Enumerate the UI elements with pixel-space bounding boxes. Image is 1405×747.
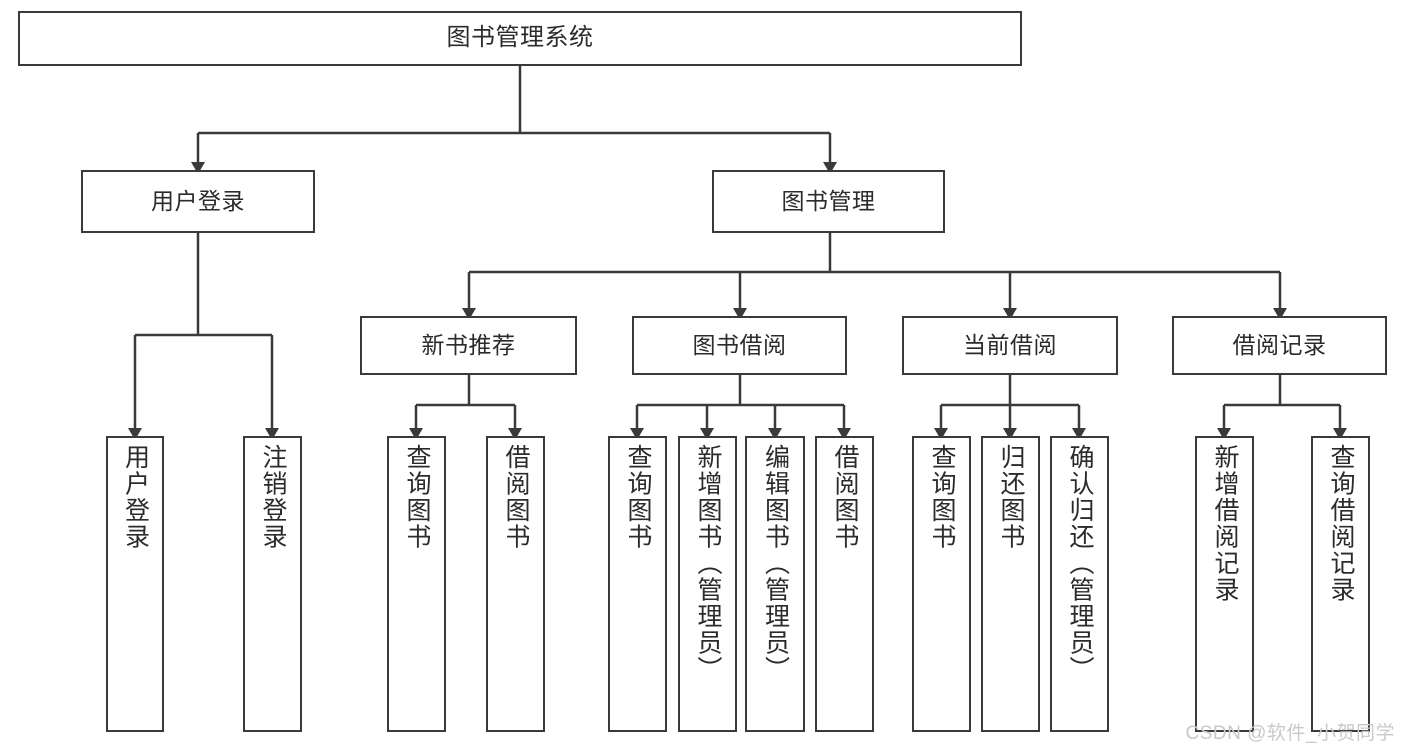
node-book-management[interactable]: 图书管理	[712, 170, 945, 233]
node-leaf-logout[interactable]: 注销登录	[243, 436, 302, 732]
node-label: 查询图书	[928, 444, 956, 550]
node-label: 图书管理	[781, 187, 876, 214]
node-label: 图书管理系统	[446, 24, 594, 52]
node-user-login[interactable]: 用户登录	[81, 170, 315, 233]
node-label: 图书借阅	[692, 331, 787, 358]
node-label: 注销登录	[259, 444, 287, 550]
node-label: 编辑图书（管理员）	[761, 444, 790, 683]
node-label: 新增图书（管理员）	[694, 444, 722, 683]
node-label: 借阅记录	[1232, 331, 1327, 358]
csdn-watermark: CSDN @软件_小贺同学	[1185, 723, 1395, 744]
node-label: 用户登录	[151, 187, 245, 214]
node-leaf-return-book[interactable]: 归还图书	[981, 436, 1040, 732]
node-leaf-query-book-recommend[interactable]: 查询图书	[387, 436, 446, 732]
node-label: 查询图书	[624, 444, 652, 550]
node-book-borrow[interactable]: 图书借阅	[632, 316, 847, 375]
node-label: 借阅图书	[831, 444, 859, 550]
node-label: 当前借阅	[963, 331, 1057, 358]
node-label: 新书推荐	[421, 331, 516, 358]
node-current-borrow[interactable]: 当前借阅	[902, 316, 1118, 375]
node-leaf-add-book-admin[interactable]: 新增图书（管理员）	[678, 436, 737, 732]
node-leaf-confirm-return-admin[interactable]: 确认归还（管理员）	[1050, 436, 1109, 732]
node-root-book-management-system[interactable]: 图书管理系统	[18, 11, 1022, 66]
node-new-book-recommend[interactable]: 新书推荐	[360, 316, 577, 375]
node-label: 新增借阅记录	[1211, 444, 1239, 603]
node-leaf-user-login[interactable]: 用户登录	[106, 436, 164, 732]
node-leaf-edit-book-admin[interactable]: 编辑图书（管理员）	[745, 436, 805, 732]
node-leaf-query-book-borrow[interactable]: 查询图书	[608, 436, 667, 732]
node-label: 归还图书	[997, 444, 1025, 550]
node-leaf-borrow-book-recommend[interactable]: 借阅图书	[486, 436, 545, 732]
node-label: 借阅图书	[502, 444, 530, 550]
node-label: 确认归还（管理员）	[1066, 444, 1094, 683]
node-leaf-query-borrow-record[interactable]: 查询借阅记录	[1311, 436, 1370, 732]
node-leaf-query-book-current[interactable]: 查询图书	[912, 436, 971, 732]
node-borrow-record[interactable]: 借阅记录	[1172, 316, 1387, 375]
node-label: 查询借阅记录	[1327, 444, 1355, 603]
node-leaf-add-borrow-record[interactable]: 新增借阅记录	[1195, 436, 1254, 732]
node-label: 用户登录	[121, 444, 150, 550]
node-leaf-borrow-book[interactable]: 借阅图书	[815, 436, 874, 732]
node-label: 查询图书	[403, 444, 431, 550]
